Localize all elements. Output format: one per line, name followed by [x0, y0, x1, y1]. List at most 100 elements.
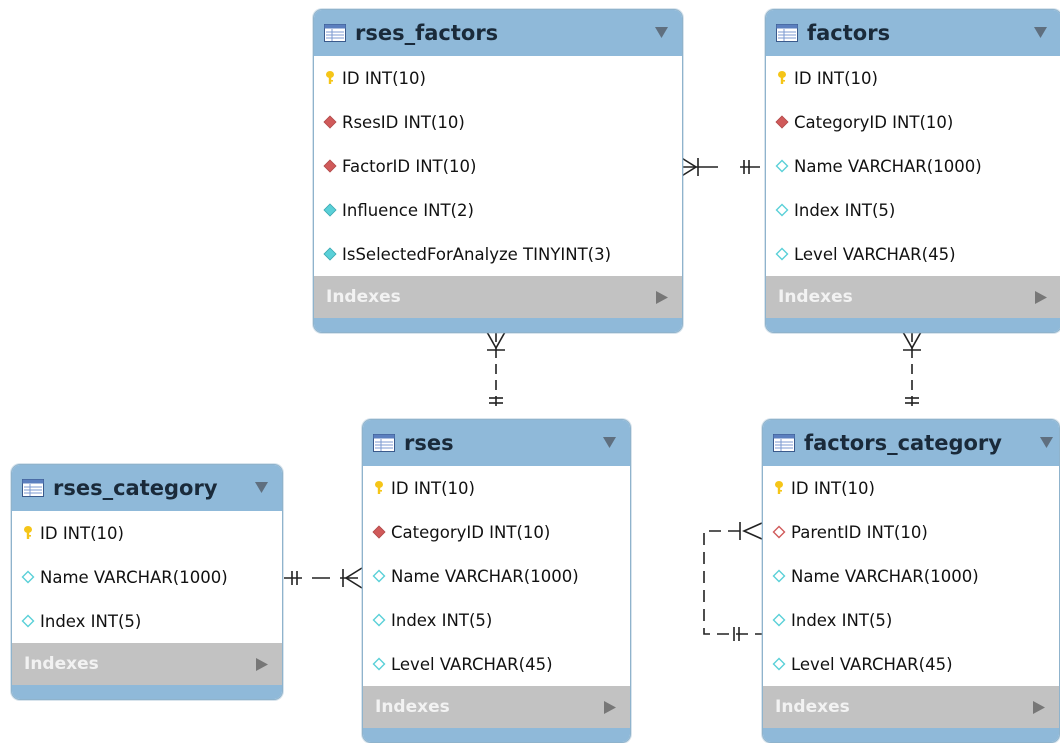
indexes-section[interactable]: Indexes	[314, 276, 682, 318]
column-text: Name VARCHAR(1000)	[791, 566, 979, 586]
table-title: rses	[404, 431, 454, 455]
cyan-outline-diamond-icon	[20, 613, 36, 629]
column-text: ID INT(10)	[342, 68, 426, 88]
column-text: CategoryID INT(10)	[391, 522, 551, 542]
table-icon	[776, 24, 798, 42]
collapse-triangle-icon[interactable]	[1040, 437, 1053, 448]
table-icon	[22, 479, 44, 497]
column-row[interactable]: Name VARCHAR(1000)	[763, 554, 1059, 598]
column-text: Level VARCHAR(45)	[794, 244, 956, 264]
column-row[interactable]: ParentID INT(10)	[763, 510, 1059, 554]
column-text: FactorID INT(10)	[342, 156, 477, 176]
table-header[interactable]: factors_category	[763, 420, 1059, 466]
indexes-section[interactable]: Indexes	[766, 276, 1060, 318]
table-title: factors	[807, 21, 891, 45]
column-text: Index INT(5)	[794, 200, 896, 220]
column-row[interactable]: Level VARCHAR(45)	[363, 642, 630, 686]
column-row[interactable]: ID INT(10)	[12, 511, 282, 555]
column-row[interactable]: Name VARCHAR(1000)	[766, 144, 1060, 188]
column-row[interactable]: ID INT(10)	[363, 466, 630, 510]
table-header[interactable]: rses	[363, 420, 630, 466]
cyan-outline-diamond-icon	[771, 568, 787, 584]
column-list: ID INT(10)CategoryID INT(10)Name VARCHAR…	[766, 56, 1060, 276]
collapse-triangle-icon[interactable]	[603, 437, 616, 448]
red-outline-diamond-icon	[771, 524, 787, 540]
column-row[interactable]: RsesID INT(10)	[314, 100, 682, 144]
column-list: ID INT(10) CategoryID INT(10) Name VARCHAR…	[363, 466, 630, 686]
column-text: ID INT(10)	[391, 478, 475, 498]
key-icon	[322, 70, 338, 86]
collapse-triangle-icon[interactable]	[655, 27, 668, 38]
table-footer	[766, 318, 1060, 332]
column-row[interactable]: Name VARCHAR(1000)	[363, 554, 630, 598]
column-row[interactable]: IsSelectedForAnalyze TINYINT(3)	[314, 232, 682, 276]
table-footer	[763, 728, 1059, 742]
expand-arrow-icon[interactable]	[1035, 290, 1047, 304]
column-row[interactable]: Level VARCHAR(45)	[763, 642, 1059, 686]
indexes-section[interactable]: Indexes	[363, 686, 630, 728]
table-title: rses_factors	[355, 21, 499, 45]
red-diamond-icon	[371, 524, 387, 540]
column-list: ID INT(10) RsesID INT(10) FactorID INT(10)…	[314, 56, 682, 276]
table-header[interactable]: rses_category	[12, 465, 282, 511]
crow-foot-many-marker	[742, 522, 763, 540]
column-text: Level VARCHAR(45)	[391, 654, 553, 674]
column-text: Name VARCHAR(1000)	[40, 567, 228, 587]
column-row[interactable]: Name VARCHAR(1000)	[12, 555, 282, 599]
cyan-outline-diamond-icon	[371, 656, 387, 672]
expand-arrow-icon[interactable]	[256, 657, 268, 671]
red-diamond-icon	[322, 114, 338, 130]
table-factors_category[interactable]: factors_category ID INT(10) ParentID INT(…	[762, 419, 1060, 743]
column-row[interactable]: Index INT(5)	[766, 188, 1060, 232]
expand-arrow-icon[interactable]	[656, 290, 668, 304]
column-text: Index INT(5)	[791, 610, 893, 630]
table-icon	[324, 24, 346, 42]
table-header[interactable]: rses_factors	[314, 10, 682, 56]
column-row[interactable]: Index INT(5)	[363, 598, 630, 642]
column-text: Level VARCHAR(45)	[791, 654, 953, 674]
cyan-outline-diamond-icon	[371, 568, 387, 584]
table-header[interactable]: factors	[766, 10, 1060, 56]
indexes-label: Indexes	[24, 654, 99, 674]
column-row[interactable]: CategoryID INT(10)	[766, 100, 1060, 144]
key-icon	[771, 480, 787, 496]
column-row[interactable]: Influence INT(2)	[314, 188, 682, 232]
table-factors[interactable]: factors ID INT(10)CategoryID INT(10)Name…	[765, 9, 1060, 333]
table-icon	[373, 434, 395, 452]
expand-arrow-icon[interactable]	[604, 700, 616, 714]
cyan-outline-diamond-icon	[771, 612, 787, 628]
indexes-label: Indexes	[778, 287, 853, 307]
cyan-outline-diamond-icon	[371, 612, 387, 628]
key-icon	[371, 480, 387, 496]
relationship-line	[703, 530, 762, 635]
indexes-section[interactable]: Indexes	[12, 643, 282, 685]
column-row[interactable]: Index INT(5)	[763, 598, 1059, 642]
column-row[interactable]: ID INT(10)	[763, 466, 1059, 510]
indexes-section[interactable]: Indexes	[763, 686, 1059, 728]
column-text: ParentID INT(10)	[791, 522, 928, 542]
indexes-label: Indexes	[375, 697, 450, 717]
column-row[interactable]: Index INT(5)	[12, 599, 282, 643]
collapse-triangle-icon[interactable]	[255, 482, 268, 493]
expand-arrow-icon[interactable]	[1033, 700, 1045, 714]
collapse-triangle-icon[interactable]	[1034, 27, 1047, 38]
indexes-label: Indexes	[775, 697, 850, 717]
column-row[interactable]: FactorID INT(10)	[314, 144, 682, 188]
column-text: Name VARCHAR(1000)	[391, 566, 579, 586]
column-row[interactable]: ID INT(10)	[766, 56, 1060, 100]
red-diamond-icon	[774, 114, 790, 130]
column-row[interactable]: CategoryID INT(10)	[363, 510, 630, 554]
column-text: Index INT(5)	[391, 610, 493, 630]
column-text: Influence INT(2)	[342, 200, 474, 220]
table-rses_category[interactable]: rses_category ID INT(10) Name VARCHAR(100…	[11, 464, 283, 700]
crow-foot-many-marker	[344, 567, 363, 589]
column-row[interactable]: ID INT(10)	[314, 56, 682, 100]
table-rses[interactable]: rses ID INT(10) CategoryID INT(10) Name VA…	[362, 419, 631, 743]
indexes-label: Indexes	[326, 287, 401, 307]
key-icon	[20, 525, 36, 541]
column-text: IsSelectedForAnalyze TINYINT(3)	[342, 244, 612, 264]
table-rses_factors[interactable]: rses_factors ID INT(10) RsesID INT(10) Fac…	[313, 9, 683, 333]
column-row[interactable]: Level VARCHAR(45)	[766, 232, 1060, 276]
